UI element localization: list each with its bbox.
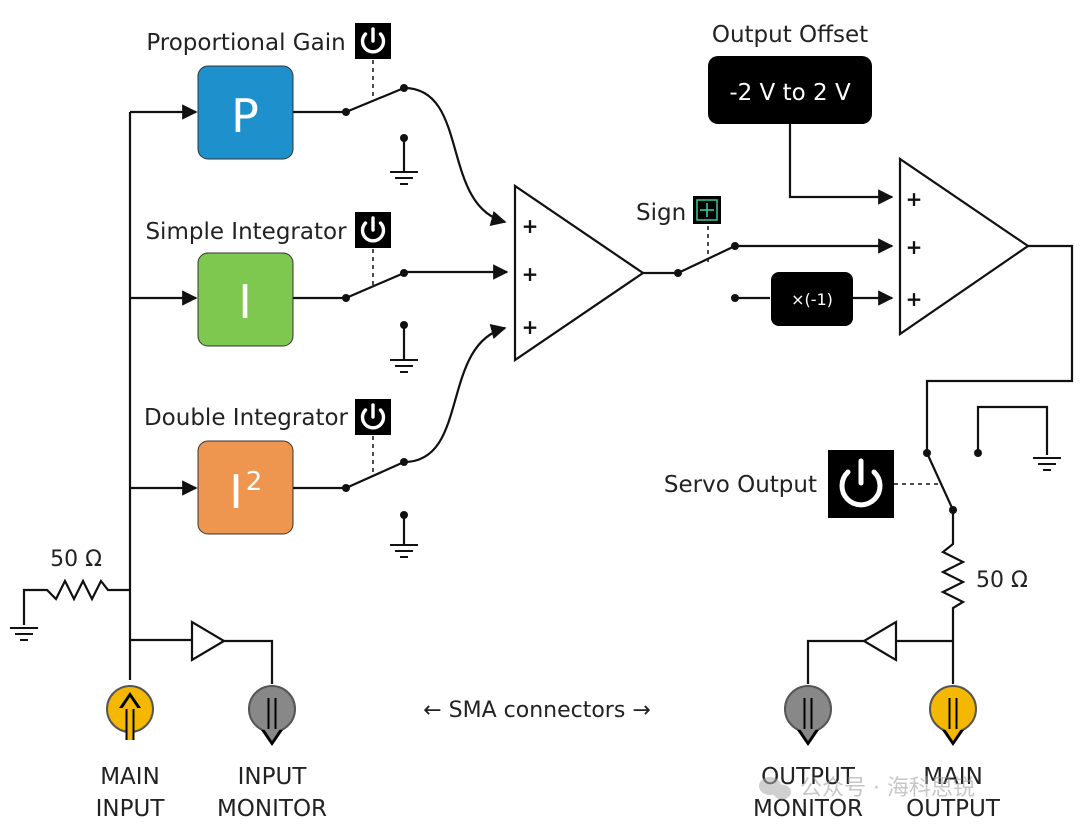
integrator-symbol: I (238, 275, 252, 329)
output-monitor-label-line2: MONITOR (753, 796, 863, 822)
invert-label: ×(-1) (791, 290, 833, 309)
integrator-power-icon[interactable] (353, 210, 393, 250)
double-integrator-superscript: 2 (246, 467, 263, 497)
integrator-block: I (197, 252, 294, 347)
out-input-3-sign: + (906, 287, 923, 311)
input-monitor-connector[interactable] (248, 685, 296, 746)
main-output-connector[interactable] (929, 685, 977, 746)
main-input-connector[interactable] (106, 685, 154, 740)
input-monitor-label-line1: INPUT (238, 764, 308, 790)
servo-output-path (806, 244, 1074, 684)
double-integrator-label: Double Integrator (144, 405, 349, 431)
proportional-gain-label: Proportional Gain (146, 30, 345, 56)
output-resistor-label: 50 Ω (976, 568, 1028, 593)
branch-switches (293, 60, 509, 558)
summing-amplifier: + + + (513, 183, 645, 363)
invert-block: ×(-1) (771, 272, 853, 326)
main-input-label-line2: INPUT (96, 796, 166, 822)
sma-connectors-label: ← SMA connectors → (423, 698, 651, 723)
output-offset-range: -2 V to 2 V (729, 80, 851, 106)
double-integrator-block: I 2 (197, 440, 294, 535)
input-termination-resistor: 50 Ω (9, 547, 130, 641)
proportional-symbol: P (231, 89, 259, 143)
output-offset-block: -2 V to 2 V (708, 56, 872, 124)
sign-label: Sign (636, 200, 686, 226)
sum-input-2-sign: + (522, 262, 539, 286)
wechat-icon (759, 777, 791, 800)
out-input-2-sign: + (906, 235, 923, 259)
proportional-power-icon[interactable] (353, 21, 393, 61)
input-bus (128, 104, 274, 684)
sign-plus-icon[interactable] (693, 196, 721, 224)
output-amplifier: + + + (898, 156, 1030, 337)
main-input-label-line1: MAIN (100, 764, 160, 790)
sign-switch (643, 226, 894, 306)
watermark: 公众号 · 海科思锐 (759, 776, 975, 801)
output-offset-label: Output Offset (712, 22, 868, 48)
out-input-1-sign: + (906, 187, 923, 211)
input-monitor-buffer (190, 620, 227, 662)
output-monitor-connector[interactable] (784, 685, 832, 746)
servo-output-label: Servo Output (664, 472, 817, 498)
watermark-text: 公众号 · 海科思锐 (800, 776, 975, 801)
double-integrator-symbol: I (229, 465, 243, 519)
output-monitor-buffer (861, 620, 898, 662)
main-output-label-line2: OUTPUT (906, 796, 1001, 822)
servo-power-icon[interactable] (828, 450, 894, 518)
input-resistor-label: 50 Ω (50, 547, 102, 572)
simple-integrator-label: Simple Integrator (145, 219, 347, 245)
proportional-block: P (197, 65, 294, 160)
main-output-label-line1: MAIN (923, 764, 983, 790)
double-integrator-power-icon[interactable] (353, 397, 393, 437)
input-monitor-label-line2: MONITOR (217, 796, 327, 822)
sum-input-1-sign: + (522, 214, 539, 238)
sum-input-3-sign: + (522, 315, 539, 339)
